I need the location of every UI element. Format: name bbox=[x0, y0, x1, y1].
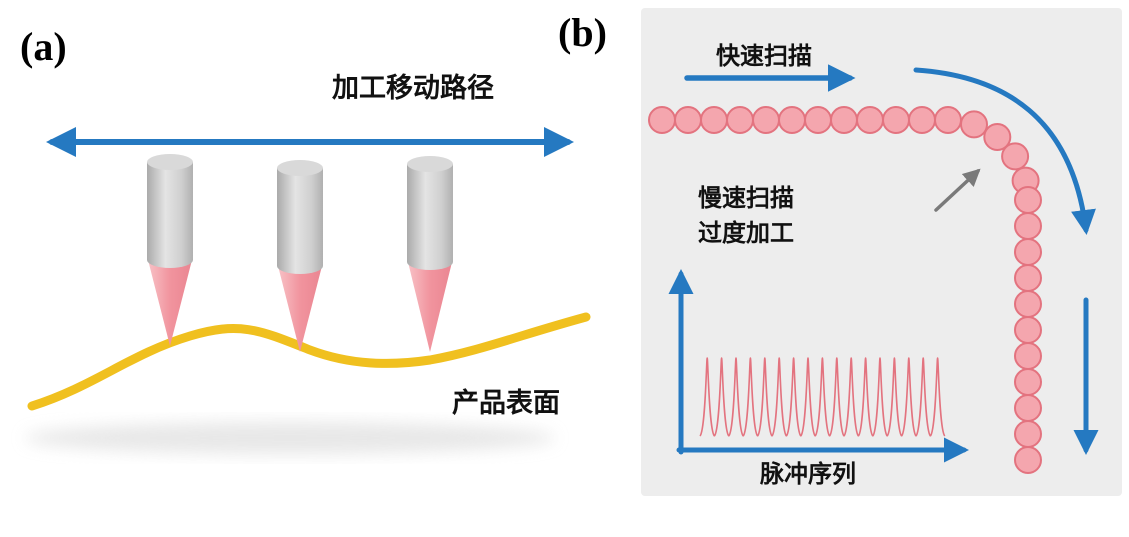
laser-spot bbox=[701, 107, 727, 133]
laser-spot bbox=[805, 107, 831, 133]
laser-spot bbox=[1015, 265, 1041, 291]
laser-tool-2 bbox=[277, 160, 323, 352]
laser-spot bbox=[1015, 213, 1041, 239]
panel-b-background bbox=[641, 8, 1122, 496]
laser-spot bbox=[961, 111, 987, 137]
machining-path-label: 加工移动路径 bbox=[332, 72, 494, 103]
laser-spot bbox=[727, 107, 753, 133]
laser-spot bbox=[857, 107, 883, 133]
panel-b: (b) 快速扫描 慢速扫描 过度加工 脉冲序列 bbox=[558, 8, 1122, 496]
laser-tool-1 bbox=[147, 154, 193, 346]
panel-b-label: (b) bbox=[558, 10, 607, 55]
ground-shadow bbox=[25, 422, 555, 454]
laser-spot bbox=[1015, 187, 1041, 213]
cylinder-top-2 bbox=[277, 160, 323, 176]
laser-spot bbox=[1015, 239, 1041, 265]
laser-spot bbox=[1002, 143, 1028, 169]
laser-spot bbox=[831, 107, 857, 133]
laser-spot bbox=[753, 107, 779, 133]
cylinder-top-3 bbox=[407, 156, 453, 172]
cylinder-top-1 bbox=[147, 154, 193, 170]
laser-spot bbox=[883, 107, 909, 133]
cylinder-body-2 bbox=[277, 168, 323, 266]
laser-spot bbox=[1015, 369, 1041, 395]
fast-scan-label: 快速扫描 bbox=[716, 43, 812, 70]
laser-spot bbox=[1015, 447, 1041, 473]
slow-scan-label-line1: 慢速扫描 bbox=[698, 184, 794, 212]
cylinder-body-1 bbox=[147, 162, 193, 260]
laser-spot bbox=[935, 107, 961, 133]
laser-cone-3 bbox=[407, 258, 453, 352]
laser-spot bbox=[1015, 395, 1041, 421]
laser-spot bbox=[909, 107, 935, 133]
laser-spot bbox=[1015, 343, 1041, 369]
slow-scan-label-line2: 过度加工 bbox=[698, 219, 794, 247]
laser-tool-3 bbox=[407, 156, 453, 352]
laser-spot bbox=[1015, 317, 1041, 343]
product-surface-label: 产品表面 bbox=[452, 388, 560, 418]
panel-a: (a) 加工移动路径 产品表面 bbox=[20, 24, 586, 454]
laser-spot bbox=[675, 107, 701, 133]
panel-a-label: (a) bbox=[20, 24, 67, 69]
laser-spot bbox=[1015, 291, 1041, 317]
laser-spot bbox=[779, 107, 805, 133]
laser-spot bbox=[1015, 421, 1041, 447]
pulse-sequence-label: 脉冲序列 bbox=[759, 460, 856, 488]
laser-spot bbox=[649, 107, 675, 133]
cylinder-body-3 bbox=[407, 164, 453, 262]
